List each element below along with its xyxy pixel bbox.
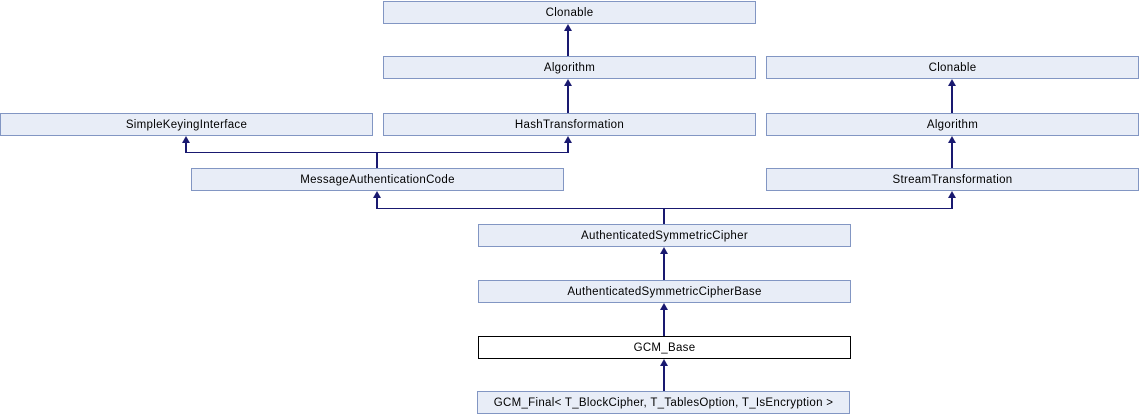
arrowhead-gcmbase-to-ascbase	[660, 303, 668, 310]
class-node-simple-keying-interface[interactable]: SimpleKeyingInterface	[0, 113, 373, 136]
class-node-clonable-top[interactable]: Clonable	[383, 1, 756, 24]
edge-algorithmright-to-clonable	[951, 85, 953, 113]
edge-asc-to-mac	[376, 197, 378, 208]
edge-mac-to-ski	[185, 142, 187, 153]
arrowhead-hash-to-algorithm	[564, 79, 572, 86]
edge-mac-stub	[376, 152, 378, 168]
arrowhead-asc-to-stream	[948, 191, 956, 198]
edge-stream-to-algorithm	[951, 142, 953, 168]
arrowhead-algorithmright-to-clonable	[948, 79, 956, 86]
class-node-algorithm-right[interactable]: Algorithm	[766, 113, 1139, 136]
arrowhead-ascbase-to-asc	[660, 247, 668, 254]
class-node-clonable-right[interactable]: Clonable	[766, 56, 1139, 79]
class-node-algorithm-center[interactable]: Algorithm	[383, 56, 756, 79]
class-node-hash-transformation[interactable]: HashTransformation	[383, 113, 756, 136]
class-node-authenticated-symmetric-cipher[interactable]: AuthenticatedSymmetricCipher	[478, 224, 851, 247]
edge-gcmfinal-to-gcmbase	[663, 365, 665, 391]
edge-algorithm-to-clonable	[567, 30, 569, 56]
class-node-authenticated-symmetric-cipher-base[interactable]: AuthenticatedSymmetricCipherBase	[478, 280, 851, 303]
arrowhead-mac-to-hash	[564, 136, 572, 143]
edge-asc-to-stream	[951, 197, 953, 208]
class-node-message-authentication-code[interactable]: MessageAuthenticationCode	[191, 168, 564, 191]
class-node-gcm-final[interactable]: GCM_Final< T_BlockCipher, T_TablesOption…	[477, 391, 850, 414]
arrowhead-asc-to-mac	[373, 191, 381, 198]
arrowhead-gcmfinal-to-gcmbase	[660, 359, 668, 366]
edge-asc-branch-line	[376, 207, 953, 209]
edge-mac-to-hash	[567, 142, 569, 153]
edge-hash-to-algorithm	[567, 85, 569, 113]
edge-gcmbase-to-ascbase	[663, 309, 665, 336]
class-node-gcm-base-current: GCM_Base	[478, 336, 851, 359]
edge-ascbase-to-asc	[663, 253, 665, 280]
arrowhead-stream-to-algorithm	[948, 136, 956, 143]
arrowhead-mac-to-ski	[182, 136, 190, 143]
class-node-stream-transformation[interactable]: StreamTransformation	[766, 168, 1139, 191]
edge-asc-stub	[663, 208, 665, 224]
arrowhead-algorithm-to-clonable	[564, 24, 572, 31]
